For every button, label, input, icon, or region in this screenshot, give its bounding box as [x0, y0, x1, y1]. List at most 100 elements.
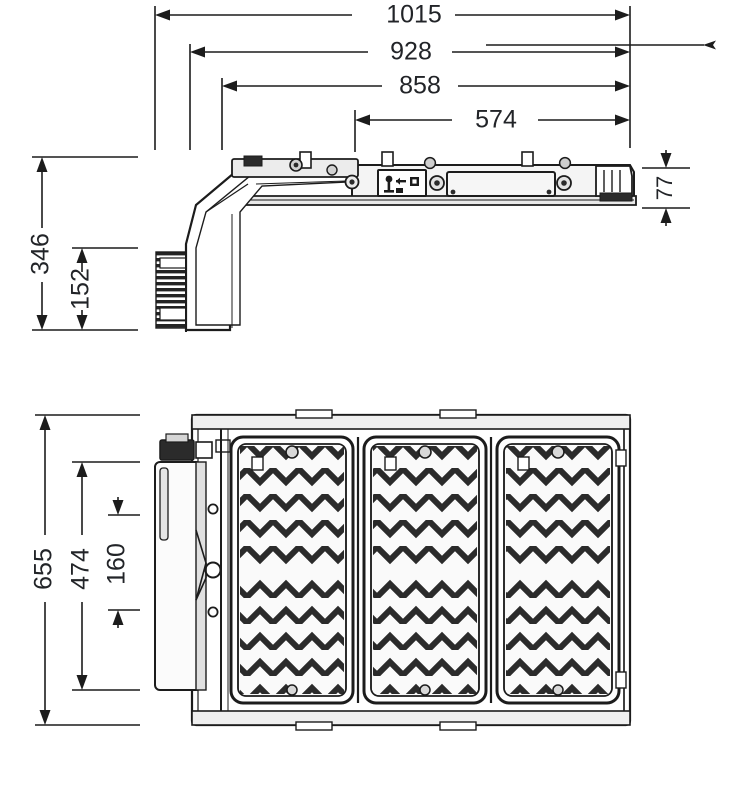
fin-gap-bottom: [159, 307, 187, 321]
arrowhead-152-top: [76, 248, 88, 263]
dimension-label-858: 858: [399, 72, 441, 100]
arm-edge-line-1: [255, 180, 347, 185]
arrowhead-152-bottom: [76, 315, 88, 330]
dimension-1015: 1015: [155, 1, 716, 50]
side-vertical-dimension-group: [32, 156, 138, 331]
arrowhead-1015-left: [155, 9, 170, 21]
dimension-474: 474: [67, 462, 95, 690]
arrowhead-655-bottom: [39, 710, 51, 725]
dimension-346: 346: [27, 157, 55, 330]
module-3-inner-outline: [503, 443, 613, 697]
bottom-plan-view: [154, 409, 632, 731]
module-1-marker: [251, 456, 264, 471]
dimension-574: 574: [355, 106, 630, 134]
arrowhead-474-top: [76, 462, 88, 477]
arrowhead-160-bottom: [112, 610, 124, 625]
arrowhead-474-bottom: [76, 675, 88, 690]
chassis-rail-bottom: [191, 710, 631, 726]
dimension-label-928: 928: [390, 38, 432, 66]
top-pin-1: [423, 156, 437, 170]
side-clip-top: [615, 449, 627, 467]
arrowhead-928-right: [615, 46, 630, 58]
dimension-655: 655: [30, 415, 58, 725]
dimension-label-1015: 1015: [386, 1, 442, 29]
arrowhead-574-left: [355, 114, 370, 126]
body-fixing-left-center: [434, 180, 440, 186]
adjust-hole-bottom: [207, 606, 219, 618]
side-clip-bottom: [615, 671, 627, 689]
module-1-pivot-bottom: [286, 684, 298, 696]
rail-tab-bottom-1: [295, 721, 333, 731]
hinge-block: [159, 439, 195, 461]
module-3-pivot-bottom: [552, 684, 564, 696]
pivot-pin-1-center: [293, 162, 299, 168]
arrowhead-574-right: [615, 114, 630, 126]
body-fixing-right-center: [561, 180, 567, 186]
mounting-plate-slot: [159, 467, 169, 541]
module-3-marker: [517, 456, 530, 471]
horizontal-dimension-group: [154, 6, 631, 152]
panel-screw-right: [546, 189, 552, 195]
arrowhead-346-bottom: [36, 315, 48, 330]
module-2-marker: [384, 456, 397, 471]
dimension-label-655: 655: [30, 548, 58, 590]
rail-tab-bottom-2: [439, 721, 477, 731]
chassis-rail-top: [191, 414, 631, 430]
arrowhead-1015-right: [615, 9, 630, 21]
module-2-inner-outline: [370, 443, 480, 697]
dimension-152: 152: [67, 248, 95, 330]
arrowhead-77-bottom: [660, 208, 672, 223]
module-1-inner-outline: [237, 443, 347, 697]
arrowhead-858-right: [615, 80, 630, 92]
hinge-cap: [165, 433, 189, 443]
mounting-tab-2: [381, 151, 394, 167]
arm-shoulder-line: [205, 183, 249, 213]
pivot-pin-2: [326, 164, 338, 176]
mounting-tab-3: [521, 151, 534, 167]
rail-tab-top-1: [295, 409, 333, 419]
pivot-bolt-left: [243, 155, 263, 167]
module-3-pivot-top: [551, 445, 565, 459]
rail-tab-top-2: [439, 409, 477, 419]
adjuster-arc-lower: [195, 577, 207, 601]
module-2-pivot-bottom: [419, 684, 431, 696]
module-2-fins-lower: [373, 572, 477, 694]
body-recess-panel: [446, 171, 556, 197]
module-1-fins-lower: [240, 572, 344, 694]
dimension-928: 928: [190, 38, 630, 66]
dimension-160: 160: [103, 497, 131, 628]
adjust-hole-center: [204, 561, 222, 579]
mounting-plate-edge: [195, 461, 207, 691]
end-cap-foot: [599, 192, 633, 202]
fin-gap-top: [159, 257, 187, 269]
dimension-858: 858: [222, 72, 630, 100]
led-module-3: [495, 435, 621, 705]
dimension-label-574: 574: [475, 106, 517, 134]
dimension-77: 77: [642, 150, 690, 226]
arrowhead-858-left: [222, 80, 237, 92]
led-module-1: [229, 435, 355, 705]
dimension-label-160: 160: [103, 543, 131, 585]
adjust-hole-top: [207, 503, 219, 515]
hinge-bracket: [195, 441, 213, 459]
led-module-2: [362, 435, 488, 705]
plan-vertical-dimension-group: [35, 414, 140, 726]
lock-knob-center: [349, 179, 355, 185]
rating-label-symbols: [384, 175, 419, 193]
module-2-pivot-top: [418, 445, 432, 459]
module-1-pivot-top: [285, 445, 299, 459]
module-3-fins-lower: [506, 572, 610, 694]
dimension-label-77: 77: [652, 176, 677, 200]
arrowhead-655-top: [39, 415, 51, 430]
dimension-label-152: 152: [67, 268, 95, 310]
dimension-label-346: 346: [27, 233, 55, 275]
panel-screw-left: [450, 189, 456, 195]
top-pin-2: [558, 156, 572, 170]
arrowhead-928-left: [190, 46, 205, 58]
arrowhead-346-top: [36, 157, 48, 172]
side-elevation-view: [155, 151, 637, 332]
dimension-label-474: 474: [67, 548, 95, 590]
arrowhead-77-top: [660, 153, 672, 168]
end-cap-right: [595, 165, 633, 197]
